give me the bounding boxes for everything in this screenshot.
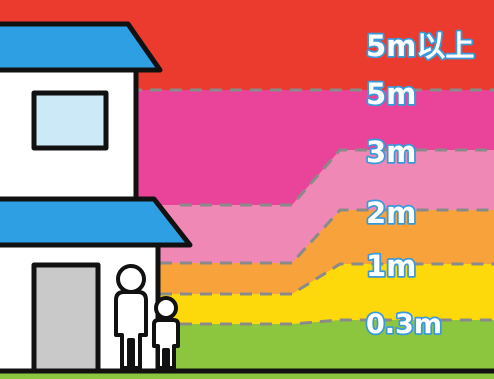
label-0-3m: 0.3m	[366, 309, 442, 340]
adult-figure	[116, 266, 146, 368]
child-figure	[154, 298, 178, 368]
label-2m: 2m	[366, 196, 416, 230]
label-over-5m: 5m以上	[366, 29, 474, 63]
label-3m: 3m	[366, 135, 416, 169]
house-window	[34, 93, 106, 148]
label-1m: 1m	[366, 249, 416, 283]
house-lower-roof	[0, 199, 190, 245]
house-door	[34, 265, 98, 371]
label-5m: 5m	[366, 77, 416, 111]
